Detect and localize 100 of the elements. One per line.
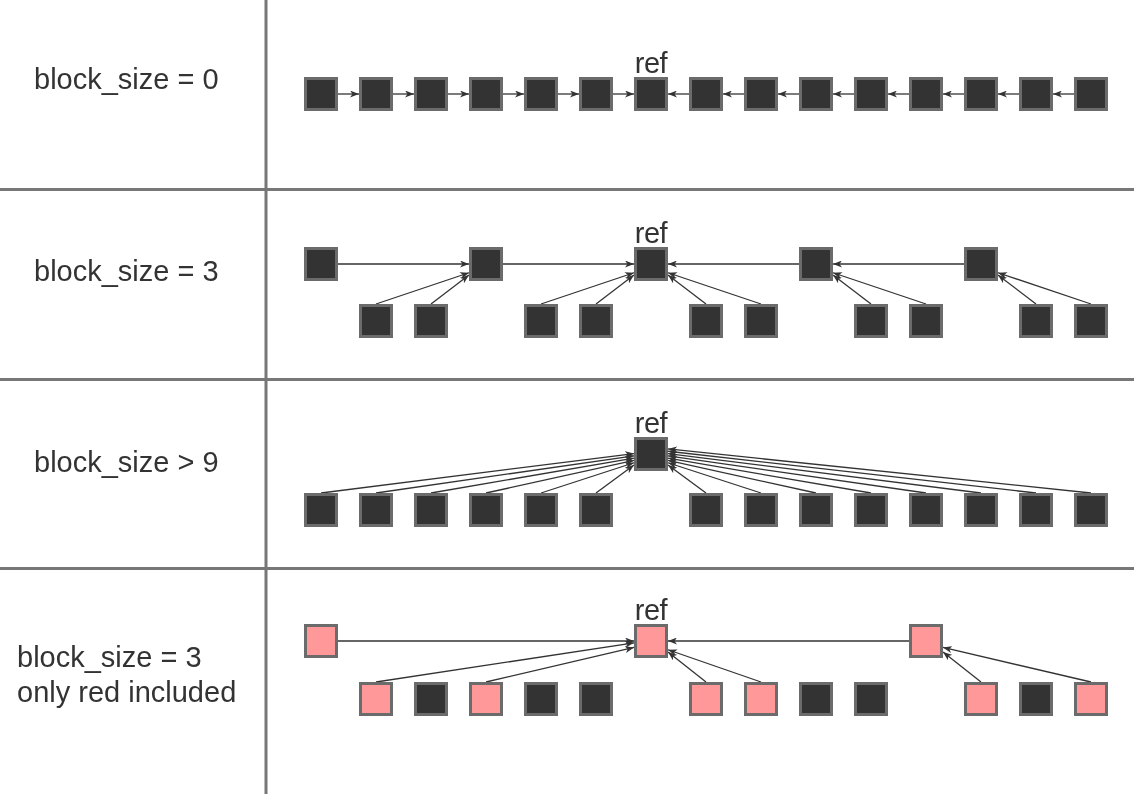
square-block <box>1074 77 1108 111</box>
square-block <box>909 493 943 527</box>
square-block <box>744 304 778 338</box>
arrow <box>320 451 635 494</box>
square-block <box>579 304 613 338</box>
square-block <box>854 304 888 338</box>
arrow <box>832 272 927 305</box>
arrow <box>667 651 707 683</box>
square-block <box>634 437 668 471</box>
arrow <box>485 646 635 683</box>
square-block <box>579 682 613 716</box>
square-block <box>854 493 888 527</box>
square-block <box>744 682 778 716</box>
square-block <box>909 77 943 111</box>
arrow <box>777 90 800 98</box>
square-block <box>689 77 723 111</box>
arrow <box>667 458 817 494</box>
square-block <box>854 682 888 716</box>
square-block <box>909 304 943 338</box>
arrow <box>337 260 470 268</box>
arrow <box>540 272 635 305</box>
square-block <box>304 77 338 111</box>
arrow <box>667 260 800 268</box>
square-block <box>524 493 558 527</box>
square-block <box>964 682 998 716</box>
square-block <box>304 624 338 658</box>
square-block <box>689 682 723 716</box>
square-block <box>359 304 393 338</box>
row-label: block_size = 3 only red included <box>17 640 238 710</box>
arrow <box>832 90 855 98</box>
arrow <box>887 90 910 98</box>
arrow <box>502 260 635 268</box>
square-block <box>964 247 998 281</box>
square-block <box>689 493 723 527</box>
arrow <box>595 464 635 494</box>
arrow <box>667 464 707 494</box>
square-block <box>414 304 448 338</box>
ref-label: ref <box>633 596 669 624</box>
row-label: block_size = 0 <box>34 62 220 97</box>
arrow <box>392 90 415 98</box>
arrow <box>612 90 635 98</box>
square-block <box>414 493 448 527</box>
arrow <box>1052 90 1075 98</box>
arrow <box>375 640 635 683</box>
arrow <box>667 90 690 98</box>
square-block <box>799 77 833 111</box>
arrow <box>722 90 745 98</box>
square-block <box>1074 304 1108 338</box>
square-block <box>799 247 833 281</box>
arrow <box>375 272 470 305</box>
square-block <box>579 77 613 111</box>
arrow <box>997 272 1092 305</box>
square-block <box>469 493 503 527</box>
arrow <box>447 90 470 98</box>
arrow <box>942 651 982 683</box>
square-block <box>634 624 668 658</box>
square-block <box>964 493 998 527</box>
arrow <box>667 649 762 683</box>
ref-label: ref <box>633 409 669 437</box>
square-block <box>579 493 613 527</box>
arrow <box>667 456 872 494</box>
square-block <box>1019 304 1053 338</box>
square-block <box>304 493 338 527</box>
arrow <box>832 260 965 268</box>
square-block <box>304 247 338 281</box>
square-block <box>359 77 393 111</box>
square-block <box>414 77 448 111</box>
arrow <box>557 90 580 98</box>
square-block <box>524 682 558 716</box>
arrow <box>502 90 525 98</box>
square-block <box>359 682 393 716</box>
arrow <box>667 637 910 645</box>
square-block <box>469 247 503 281</box>
ref-label: ref <box>633 219 669 247</box>
square-block <box>469 682 503 716</box>
square-block <box>414 682 448 716</box>
square-block <box>964 77 998 111</box>
square-block <box>359 493 393 527</box>
arrow <box>485 458 635 494</box>
square-block <box>524 304 558 338</box>
arrow <box>667 272 762 305</box>
arrow <box>667 462 762 494</box>
square-block <box>1019 682 1053 716</box>
arrow <box>832 274 872 305</box>
square-block <box>799 682 833 716</box>
arrow <box>337 90 360 98</box>
arrow <box>997 90 1020 98</box>
square-block <box>689 304 723 338</box>
square-block <box>634 247 668 281</box>
square-block <box>1074 493 1108 527</box>
square-block <box>909 624 943 658</box>
arrow <box>337 637 635 645</box>
square-block <box>1074 682 1108 716</box>
square-block <box>799 493 833 527</box>
arrow <box>667 453 927 494</box>
square-block <box>744 493 778 527</box>
arrow <box>375 453 635 494</box>
square-block <box>634 77 668 111</box>
arrow <box>942 90 965 98</box>
arrow <box>942 646 1092 683</box>
